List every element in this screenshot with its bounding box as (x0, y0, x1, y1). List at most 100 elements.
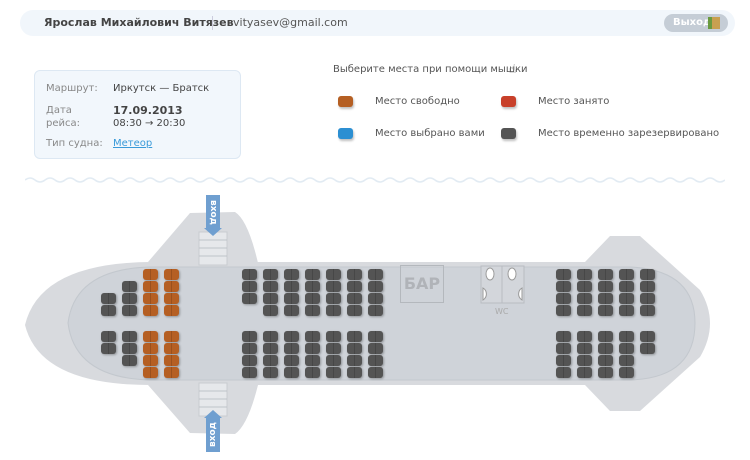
seat-bow-bottom-c2-r2[interactable] (122, 343, 137, 354)
seat-mid-bottom-c3-r1[interactable] (284, 331, 299, 342)
seat-aft-bottom-c1-r4[interactable] (556, 367, 571, 378)
seat-aft-top-c4-r3[interactable] (619, 293, 634, 304)
seat-mid-bottom-c4-r2[interactable] (305, 343, 320, 354)
seat-mid-top-c7-r4[interactable] (368, 305, 383, 316)
seat-mid-bottom-c5-r4[interactable] (326, 367, 341, 378)
seat-mid-top-c3-r1[interactable] (284, 269, 299, 280)
seat-mid-bottom-c2-r4[interactable] (263, 367, 278, 378)
seat-bow-bottom-c3-r3[interactable] (143, 355, 158, 366)
seat-mid-bottom-c7-r3[interactable] (368, 355, 383, 366)
seat-aft-top-c1-r2[interactable] (556, 281, 571, 292)
seat-aft-bottom-c3-r3[interactable] (598, 355, 613, 366)
seat-aft-bottom-c4-r2[interactable] (619, 343, 634, 354)
lower-entrance-label[interactable]: вход (206, 418, 220, 452)
seat-mid-top-c3-r4[interactable] (284, 305, 299, 316)
seat-mid-top-c3-r2[interactable] (284, 281, 299, 292)
seat-bow-top-c4-r1[interactable] (164, 269, 179, 280)
seat-mid-bottom-c6-r2[interactable] (347, 343, 362, 354)
seat-mid-bottom-c6-r3[interactable] (347, 355, 362, 366)
seat-aft-bottom-c1-r3[interactable] (556, 355, 571, 366)
seat-mid-bottom-c1-r2[interactable] (242, 343, 257, 354)
seat-aft-top-c2-r4[interactable] (577, 305, 592, 316)
logout-button[interactable]: Выход (664, 14, 728, 32)
seat-mid-top-c5-r2[interactable] (326, 281, 341, 292)
upper-entrance-label[interactable]: вход (206, 195, 220, 229)
seat-aft-bottom-c4-r4[interactable] (619, 367, 634, 378)
seat-mid-top-c5-r4[interactable] (326, 305, 341, 316)
seat-mid-bottom-c5-r3[interactable] (326, 355, 341, 366)
seat-mid-top-c4-r2[interactable] (305, 281, 320, 292)
seat-mid-bottom-c1-r3[interactable] (242, 355, 257, 366)
seat-mid-top-c5-r1[interactable] (326, 269, 341, 280)
seat-mid-bottom-c4-r1[interactable] (305, 331, 320, 342)
seat-aft-bottom-c4-r3[interactable] (619, 355, 634, 366)
seat-aft-bottom-c1-r1[interactable] (556, 331, 571, 342)
seat-aft-top-c2-r1[interactable] (577, 269, 592, 280)
seat-bow-top-c4-r3[interactable] (164, 293, 179, 304)
seat-aft-bottom-c4-r1[interactable] (619, 331, 634, 342)
seat-bow-bottom-c1-r1[interactable] (101, 331, 116, 342)
seat-bow-top-c3-r1[interactable] (143, 269, 158, 280)
seat-mid-bottom-c2-r2[interactable] (263, 343, 278, 354)
seat-aft-top-c5-r2[interactable] (640, 281, 655, 292)
seat-mid-bottom-c3-r2[interactable] (284, 343, 299, 354)
seat-bow-bottom-c2-r3[interactable] (122, 355, 137, 366)
seat-aft-bottom-c5-r2[interactable] (640, 343, 655, 354)
seat-mid-bottom-c3-r3[interactable] (284, 355, 299, 366)
seat-aft-top-c1-r3[interactable] (556, 293, 571, 304)
seat-mid-bottom-c2-r1[interactable] (263, 331, 278, 342)
seat-aft-top-c5-r3[interactable] (640, 293, 655, 304)
seat-bow-bottom-c4-r3[interactable] (164, 355, 179, 366)
seat-bow-top-c2-r3[interactable] (122, 305, 137, 316)
seat-mid-top-c6-r3[interactable] (347, 293, 362, 304)
seat-mid-bottom-c4-r3[interactable] (305, 355, 320, 366)
seat-aft-bottom-c2-r3[interactable] (577, 355, 592, 366)
seat-mid-bottom-c4-r4[interactable] (305, 367, 320, 378)
seat-bow-top-c3-r4[interactable] (143, 305, 158, 316)
seat-aft-bottom-c5-r1[interactable] (640, 331, 655, 342)
seat-aft-top-c5-r4[interactable] (640, 305, 655, 316)
seat-bow-top-c2-r2[interactable] (122, 293, 137, 304)
seat-aft-bottom-c2-r1[interactable] (577, 331, 592, 342)
seat-mid-bottom-c7-r1[interactable] (368, 331, 383, 342)
seat-mid-top-c2-r3[interactable] (263, 293, 278, 304)
seat-aft-bottom-c1-r2[interactable] (556, 343, 571, 354)
seat-bow-bottom-c1-r2[interactable] (101, 343, 116, 354)
seat-aft-bottom-c2-r4[interactable] (577, 367, 592, 378)
seat-mid-top-c1-r3[interactable] (242, 293, 257, 304)
seat-bow-top-c4-r2[interactable] (164, 281, 179, 292)
vessel-link[interactable]: Метеор (113, 138, 153, 149)
seat-aft-bottom-c3-r1[interactable] (598, 331, 613, 342)
seat-bow-bottom-c4-r2[interactable] (164, 343, 179, 354)
seat-aft-top-c4-r1[interactable] (619, 269, 634, 280)
seat-mid-top-c4-r1[interactable] (305, 269, 320, 280)
seat-aft-bottom-c2-r2[interactable] (577, 343, 592, 354)
seat-mid-top-c5-r3[interactable] (326, 293, 341, 304)
seat-aft-top-c2-r2[interactable] (577, 281, 592, 292)
seat-aft-top-c1-r1[interactable] (556, 269, 571, 280)
seat-bow-top-c1-r2[interactable] (101, 305, 116, 316)
seat-mid-bottom-c6-r1[interactable] (347, 331, 362, 342)
seat-mid-bottom-c5-r1[interactable] (326, 331, 341, 342)
seat-mid-bottom-c1-r4[interactable] (242, 367, 257, 378)
seat-bow-bottom-c4-r4[interactable] (164, 367, 179, 378)
seat-mid-bottom-c5-r2[interactable] (326, 343, 341, 354)
seat-mid-top-c6-r2[interactable] (347, 281, 362, 292)
seat-bow-top-c3-r3[interactable] (143, 293, 158, 304)
seat-bow-bottom-c3-r1[interactable] (143, 331, 158, 342)
seat-aft-top-c3-r2[interactable] (598, 281, 613, 292)
seat-mid-top-c6-r4[interactable] (347, 305, 362, 316)
seat-mid-top-c6-r1[interactable] (347, 269, 362, 280)
seat-aft-top-c3-r4[interactable] (598, 305, 613, 316)
seat-aft-bottom-c3-r4[interactable] (598, 367, 613, 378)
seat-aft-top-c4-r2[interactable] (619, 281, 634, 292)
seat-aft-top-c5-r1[interactable] (640, 269, 655, 280)
seat-mid-top-c4-r3[interactable] (305, 293, 320, 304)
seat-mid-top-c2-r1[interactable] (263, 269, 278, 280)
seat-mid-bottom-c7-r4[interactable] (368, 367, 383, 378)
seat-mid-top-c7-r3[interactable] (368, 293, 383, 304)
seat-mid-top-c7-r2[interactable] (368, 281, 383, 292)
seat-bow-bottom-c3-r4[interactable] (143, 367, 158, 378)
seat-mid-top-c2-r4[interactable] (263, 305, 278, 316)
seat-bow-bottom-c4-r1[interactable] (164, 331, 179, 342)
